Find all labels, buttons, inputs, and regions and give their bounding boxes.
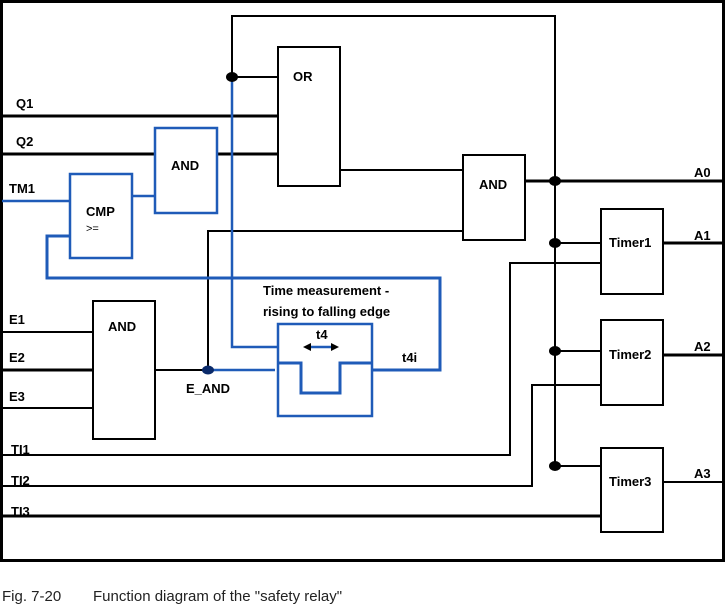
label-e2: E2 <box>9 350 25 365</box>
and-main-label: AND <box>479 177 507 192</box>
timer2-label: Timer2 <box>609 347 651 362</box>
pulse-waveform-icon <box>278 361 372 395</box>
cmp-operator: >= <box>86 223 99 235</box>
label-ti1: TI1 <box>11 442 30 457</box>
label-a1: A1 <box>694 228 711 243</box>
label-a3: A3 <box>694 466 711 481</box>
label-e1: E1 <box>9 312 25 327</box>
timer3-block <box>600 447 664 533</box>
label-ti3: TI3 <box>11 504 30 519</box>
and-e-gate <box>92 300 156 440</box>
timer1-block <box>600 208 664 295</box>
and-main-gate <box>462 154 526 241</box>
caption-figure-number: Fig. 7-20 <box>2 588 61 605</box>
junction-timer3 <box>549 461 561 471</box>
caption-text: Function diagram of the "safety relay" <box>93 588 342 605</box>
wire-ti2 <box>2 384 601 487</box>
junction-or-feedback <box>226 72 238 82</box>
t4-arrow-right-icon <box>331 343 339 351</box>
cmp-label: CMP <box>86 204 115 219</box>
t4i-label: t4i <box>402 350 417 365</box>
diagram-frame <box>0 0 725 562</box>
label-q1: Q1 <box>16 96 33 111</box>
label-tm1: TM1 <box>9 181 35 196</box>
wire-t4i-feedback <box>45 234 442 372</box>
timer2-block <box>600 319 664 406</box>
label-q2: Q2 <box>16 134 33 149</box>
wire-ti1 <box>2 262 601 456</box>
junction-e-and <box>202 365 214 375</box>
timer1-label: Timer1 <box>609 235 651 250</box>
label-e3: E3 <box>9 389 25 404</box>
t4-label: t4 <box>316 327 328 342</box>
time-measurement-block <box>276 322 374 418</box>
cmp-block <box>68 172 134 260</box>
junction-timer2 <box>549 346 561 356</box>
and-e-label: AND <box>108 319 136 334</box>
e-and-label: E_AND <box>186 381 230 396</box>
and-q2-label: AND <box>171 158 199 173</box>
wire-e-and-to-main-and <box>207 230 463 370</box>
wire-feedback-to-time-measure <box>230 77 278 349</box>
junction-timer1 <box>549 238 561 248</box>
label-a2: A2 <box>694 339 711 354</box>
junction-a0 <box>549 176 561 186</box>
or-gate-label: OR <box>293 69 313 84</box>
time-measurement-title-1: Time measurement - <box>263 283 389 298</box>
and-q2-gate <box>153 126 219 215</box>
label-a0: A0 <box>694 165 711 180</box>
time-measurement-title-2: rising to falling edge <box>263 304 390 319</box>
or-gate <box>277 46 341 187</box>
timer3-label: Timer3 <box>609 474 651 489</box>
t4-arrow-left-icon <box>303 343 311 351</box>
label-ti2: TI2 <box>11 473 30 488</box>
